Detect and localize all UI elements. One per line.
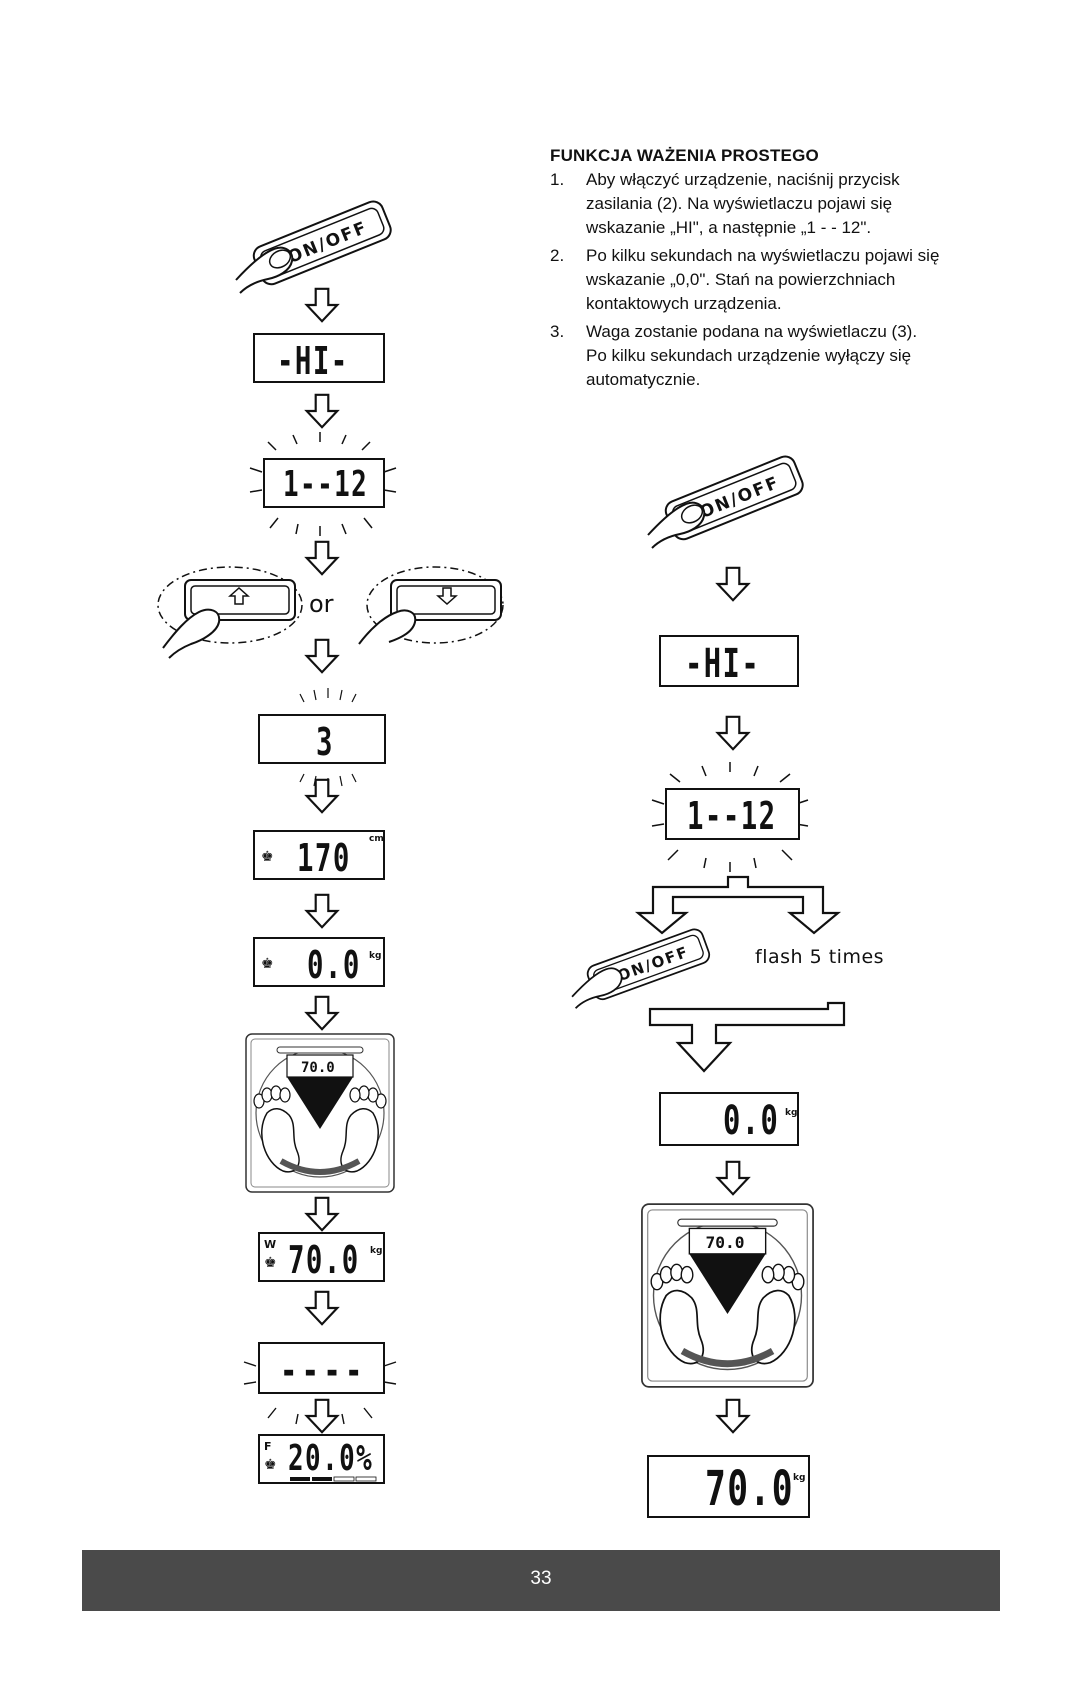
down-arrow-icon — [304, 995, 340, 1031]
down-arrow-icon — [304, 393, 340, 429]
lcd-zero: ♚ 0.0 kg — [253, 937, 385, 987]
bathroom-scale-illustration: 70.0 — [245, 1033, 395, 1193]
finger-icon — [235, 246, 294, 294]
person-icon: ♚ — [261, 955, 274, 971]
scale-display: 70.0 — [301, 1060, 335, 1076]
lcd-hi: -HI- — [253, 333, 385, 383]
lcd-weight: 70.0 kg — [647, 1455, 810, 1518]
lcd-hi: -HI- — [659, 635, 799, 687]
down-arrow-icon — [304, 287, 340, 323]
flash-rays-icon — [651, 762, 809, 872]
bathroom-scale-illustration: 70.0 — [641, 1203, 814, 1388]
instruction-steps: 1.Aby włączyć urządzenie, naciśnij przyc… — [550, 168, 940, 396]
branch-connector — [634, 875, 842, 935]
lcd-weight: W ♚ 70.0 kg — [258, 1232, 385, 1282]
down-arrow-icon — [715, 566, 751, 602]
flash-rays-icon — [249, 432, 397, 536]
or-label: or — [309, 590, 334, 618]
down-arrow-icon — [304, 1398, 340, 1434]
foot-left-icon — [659, 1289, 705, 1365]
down-arrow-icon — [304, 778, 340, 814]
foot-right-icon — [340, 1108, 379, 1173]
arrow-down-icon — [436, 587, 458, 606]
lcd-height: ♚ 170 cm — [253, 830, 385, 880]
finger-icon — [647, 501, 706, 549]
arrow-up-icon — [228, 586, 250, 605]
lcd-dashes: ---- — [258, 1342, 385, 1394]
lcd-three: 3 — [258, 714, 386, 764]
fat-progress-bar — [290, 1476, 377, 1482]
step-item: 2.Po kilku sekundach na wyświetlaczu poj… — [550, 246, 940, 313]
lcd-fat: F ♚ 20.0% — [258, 1434, 385, 1484]
foot-left-icon — [261, 1108, 300, 1173]
person-icon: ♚ — [264, 1254, 277, 1270]
onoff-button-illustration: ON/OFF — [571, 928, 711, 1009]
down-arrow-icon — [715, 1160, 751, 1196]
lcd-user: 1--12 — [665, 788, 800, 840]
finger-icon — [162, 608, 221, 659]
down-arrow-icon — [715, 1398, 751, 1434]
merge-connector — [648, 1001, 846, 1073]
onoff-button-illustration: ON/OFF — [235, 200, 392, 294]
scale-display: 70.0 — [706, 1233, 745, 1252]
lcd-zero: 0.0 kg — [659, 1092, 799, 1146]
onoff-button-illustration: ON/OFF — [647, 455, 804, 549]
person-icon: ♚ — [264, 1456, 277, 1472]
down-arrow-icon — [304, 638, 340, 674]
section-heading: FUNKCJA WAŻENIA PROSTEGO — [550, 146, 819, 165]
down-arrow-icon — [304, 893, 340, 929]
page-footer: 33 — [82, 1550, 1000, 1611]
down-arrow-icon — [304, 1196, 340, 1232]
finger-icon — [571, 967, 623, 1009]
down-arrow-icon — [715, 715, 751, 751]
lcd-user: 1--12 — [263, 458, 385, 508]
finger-icon — [358, 609, 417, 645]
up-button-illustration — [157, 566, 303, 659]
down-button-illustration — [358, 566, 504, 645]
flash-label: flash 5 times — [755, 946, 885, 968]
down-arrow-icon — [304, 540, 340, 576]
page-number: 33 — [530, 1568, 552, 1589]
foot-right-icon — [750, 1289, 796, 1365]
person-icon: ♚ — [261, 848, 274, 864]
step-item: 1.Aby włączyć urządzenie, naciśnij przyc… — [550, 170, 900, 237]
step-item: 3.Waga zostanie podana na wyświetlaczu (… — [550, 322, 918, 389]
